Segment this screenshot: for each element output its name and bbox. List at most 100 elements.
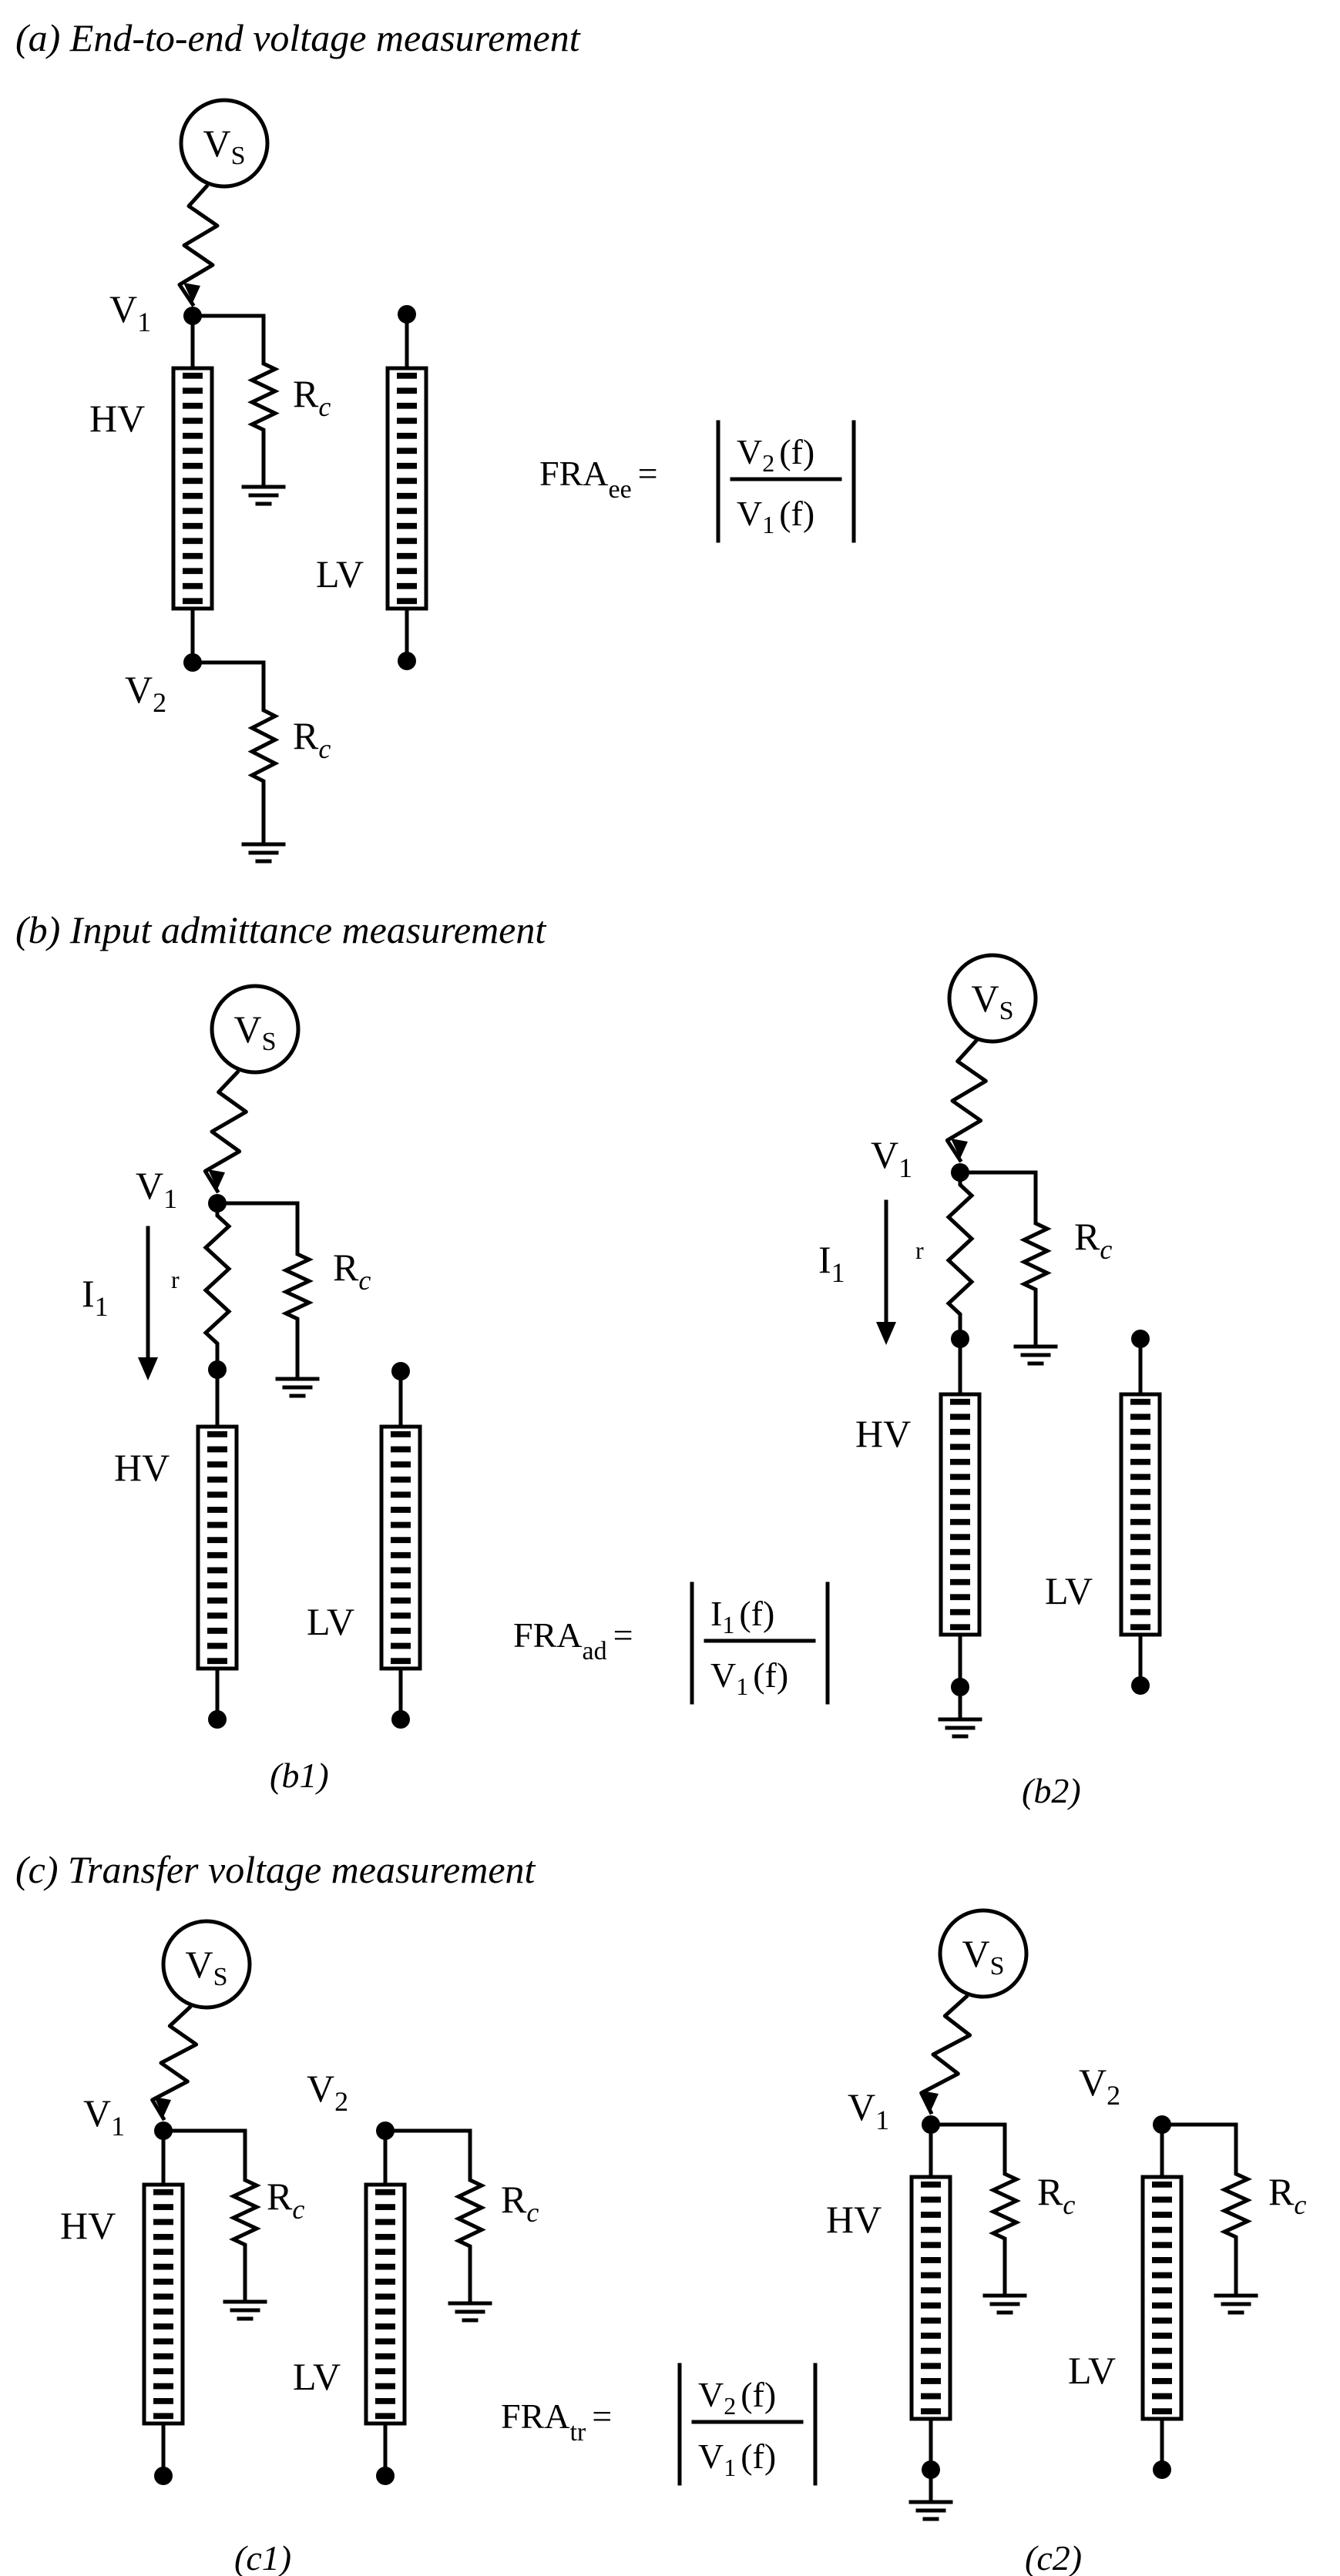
winding-turn [1152,2272,1172,2279]
label-i1: I1 [82,1272,109,1322]
winding-turn [1130,1488,1150,1495]
label-hv: HV [826,2198,882,2241]
winding-turn [153,2219,173,2225]
equation-denominator: V1(f) [737,494,814,538]
winding-turn [1152,2181,1172,2188]
winding-turn [153,2353,173,2360]
winding-hv [909,2175,952,2421]
winding-turn [183,432,203,439]
winding-turn [1152,2333,1172,2339]
winding-lv [379,1424,422,1671]
winding-turn [375,2353,395,2360]
wire [161,2128,247,2170]
winding-turn [183,552,203,559]
heading-c: (c) Transfer voltage measurement [15,1848,536,1891]
winding-turn [391,1476,411,1483]
voltage-source: VS [161,1919,252,2010]
equation-fra-ad: FRAad=I1(f)V1(f) [513,1581,830,1705]
winding-lv [1140,2175,1184,2421]
winding-turn [1130,1444,1150,1451]
label-v1: V1 [109,287,151,337]
winding-turn [950,1594,970,1601]
winding-turn [921,2257,941,2263]
wire [215,1201,300,1244]
winding-turn [153,2398,173,2404]
equation-lhs: FRAad= [513,1615,633,1665]
winding-turn [921,2181,941,2188]
source-label: VS [203,122,245,170]
winding-turn [950,1624,970,1631]
equations: FRAee=V2(f)V1(f)FRAad=I1(f)V1(f)FRAtr=V2… [501,420,856,2486]
source-label: VS [233,1008,276,1056]
equation-numerator: V2(f) [737,432,814,477]
winding-turn [183,402,203,409]
winding-turn [950,1578,970,1585]
label-r: r [915,1236,924,1264]
wire [958,1170,1038,1213]
label-lv: LV [1045,1569,1093,1612]
label-rc-hv: Rc [267,2175,304,2225]
winding-turn [153,2323,173,2329]
winding-turn [1130,1608,1150,1615]
winding-turn [153,2308,173,2315]
source-circle [210,984,301,1075]
node-hv-bottom [154,2467,173,2485]
winding-turn [207,1431,227,1437]
source-lead [150,2004,199,2122]
label-v2: V2 [125,668,166,718]
winding-turn [207,1491,227,1498]
winding-turn [921,2272,941,2279]
winding-turn [921,2302,941,2309]
wire [929,2122,1007,2164]
label-v1: V1 [83,2091,125,2142]
winding-turn [183,448,203,454]
winding-turn [397,552,417,559]
winding-turn [391,1461,411,1467]
winding-turn [950,1564,970,1571]
label-rc: Rc [1074,1215,1112,1265]
winding-turn [375,2413,395,2420]
winding-turn [153,2293,173,2300]
winding-turn [950,1608,970,1615]
equation-numerator: I1(f) [710,1594,774,1639]
winding-turn [375,2233,395,2240]
winding-turn [375,2338,395,2345]
winding-turn [921,2317,941,2324]
winding-turn [183,478,203,485]
winding-turn [391,1567,411,1574]
label-v1: V1 [871,1133,912,1183]
label-lv: LV [293,2355,341,2398]
lead-arrowhead [951,1139,968,1159]
heading-b: (b) Input admittance measurement [15,908,546,951]
voltage-source: VS [938,1908,1029,1999]
winding-turn [1130,1624,1150,1631]
winding-turn [950,1534,970,1541]
winding-turn [921,2393,941,2400]
winding-turn [921,2408,941,2415]
winding-turn [207,1551,227,1558]
voltage-source: VS [947,953,1038,1044]
label-hv: HV [114,1446,170,1489]
winding-turn [183,508,203,515]
node-lv-bottom [376,2467,395,2485]
winding-turn [1130,1458,1150,1465]
winding-turn [153,2263,173,2270]
wire [383,2128,472,2170]
winding-turn [1130,1594,1150,1601]
winding-turn [1152,2408,1172,2415]
resistor-rc [1019,1209,1052,1304]
winding-turn [1152,2317,1172,2324]
winding-lv [385,366,428,611]
winding-turn [207,1628,227,1634]
source-label: VS [971,977,1013,1025]
winding-turn [183,522,203,529]
equation-denominator: V1(f) [698,2437,776,2481]
source-circle [161,1919,252,2010]
winding-turn [950,1518,970,1525]
winding-turn [153,2413,173,2420]
winding-turn [1130,1428,1150,1435]
winding-turn [921,2363,941,2370]
winding-turn [921,2347,941,2354]
